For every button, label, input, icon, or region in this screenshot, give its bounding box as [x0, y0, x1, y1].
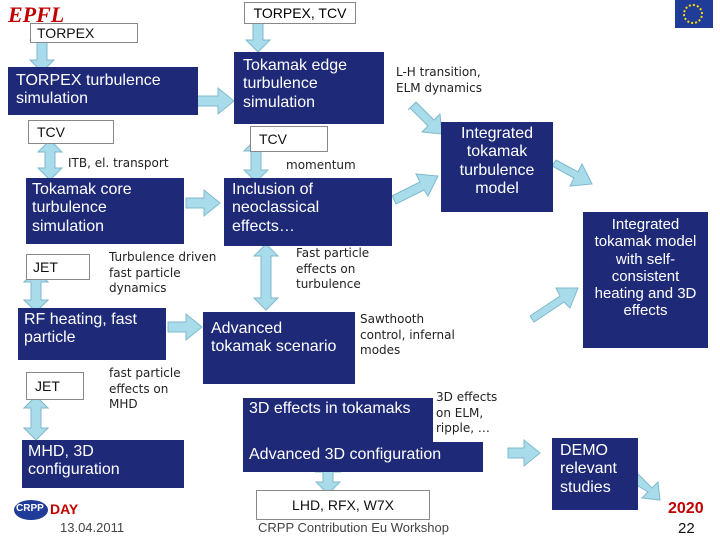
note-lh-transition: L-H transition, ELM dynamics: [396, 65, 482, 95]
note-3d-effects-elm: 3D effects on ELM, ripple, …: [436, 390, 498, 436]
label-tcv-left: TCV: [28, 120, 114, 144]
eu-flag-icon: [675, 0, 713, 28]
label-torpex: TORPEX: [30, 23, 138, 43]
arrow-elm3d-to-demo: [507, 438, 541, 468]
box-integrated-3d-model: Integrated tokamak model with self-consi…: [583, 212, 708, 348]
arrow-torpexsim-to-edge: [195, 86, 235, 116]
note-turbulence-driven-fast-particle: Turbulence driven fast particle dynamics: [109, 250, 217, 296]
box-rf-heating: RF heating, fast particle: [18, 308, 166, 360]
note-momentum: momentum: [286, 158, 356, 172]
arrow-rf-to-advanced: [167, 312, 203, 342]
arrow-edge-to-integrated: [407, 101, 443, 135]
day-logo-text: DAY: [50, 501, 79, 517]
crpp-day-logo: CRPP DAY: [14, 497, 94, 523]
footer-workshop: CRPP Contribution Eu Workshop: [258, 520, 450, 535]
page-title: TORPEX, TCV: [244, 2, 356, 24]
label-lhd-rfx-w7x: LHD, RFX, W7X: [256, 490, 430, 520]
label-tcv-mid: TCV: [250, 126, 328, 152]
epfl-logo-text: EPFL: [8, 2, 65, 27]
arrow-tcv-to-core: [36, 139, 64, 181]
note-fast-particle-on-mhd: fast particle effects on MHD: [109, 366, 181, 412]
arrow-sawtooth-to-integrated3d: [529, 287, 579, 323]
box-demo-relevant-studies: DEMO relevant studies: [552, 438, 638, 510]
label-jet-top: JET: [26, 254, 90, 280]
arrow-jet-to-mhd: [22, 395, 50, 441]
note-fast-particle-on-turbulence: Fast particle effects on turbulence: [296, 246, 370, 292]
label-jet-bottom: JET: [26, 372, 84, 400]
note-sawtooth-control: Sawthooth control, infernal modes: [360, 312, 455, 358]
page-number: 22: [678, 520, 695, 537]
footer-date: 13.04.2011: [60, 520, 125, 535]
crpp-logo-text: CRPP: [16, 503, 44, 514]
arrow-integrated-to-integrated3d: [551, 159, 593, 187]
box-torpex-turbulence-simulation: TORPEX turbulence simulation: [8, 67, 198, 115]
box-advanced-3d-configuration: Advanced 3D configuration: [243, 442, 483, 472]
epfl-logo: EPFL: [0, 0, 64, 28]
arrow-neoclassical-to-advanced: [252, 243, 280, 311]
box-advanced-tokamak-scenario: Advanced tokamak scenario: [203, 312, 355, 384]
arrow-core-to-neoclassical: [185, 188, 221, 218]
box-tokamak-edge-turbulence: Tokamak edge turbulence simulation: [234, 52, 384, 124]
note-itb-transport: ITB, el. transport: [68, 156, 169, 170]
box-3d-effects-tokamaks: 3D effects in tokamaks: [243, 398, 433, 442]
box-mhd-3d-configuration: MHD, 3D configuration: [22, 440, 184, 488]
arrow-neoclassical-to-integrated: [391, 173, 439, 205]
box-inclusion-neoclassical: Inclusion of neoclassical effects…: [224, 178, 392, 246]
box-integrated-tokamak-turbulence: Integrated tokamak turbulence model: [441, 122, 553, 212]
footer-year: 2020: [668, 500, 704, 517]
box-tokamak-core-turbulence: Tokamak core turbulence simulation: [26, 178, 184, 244]
